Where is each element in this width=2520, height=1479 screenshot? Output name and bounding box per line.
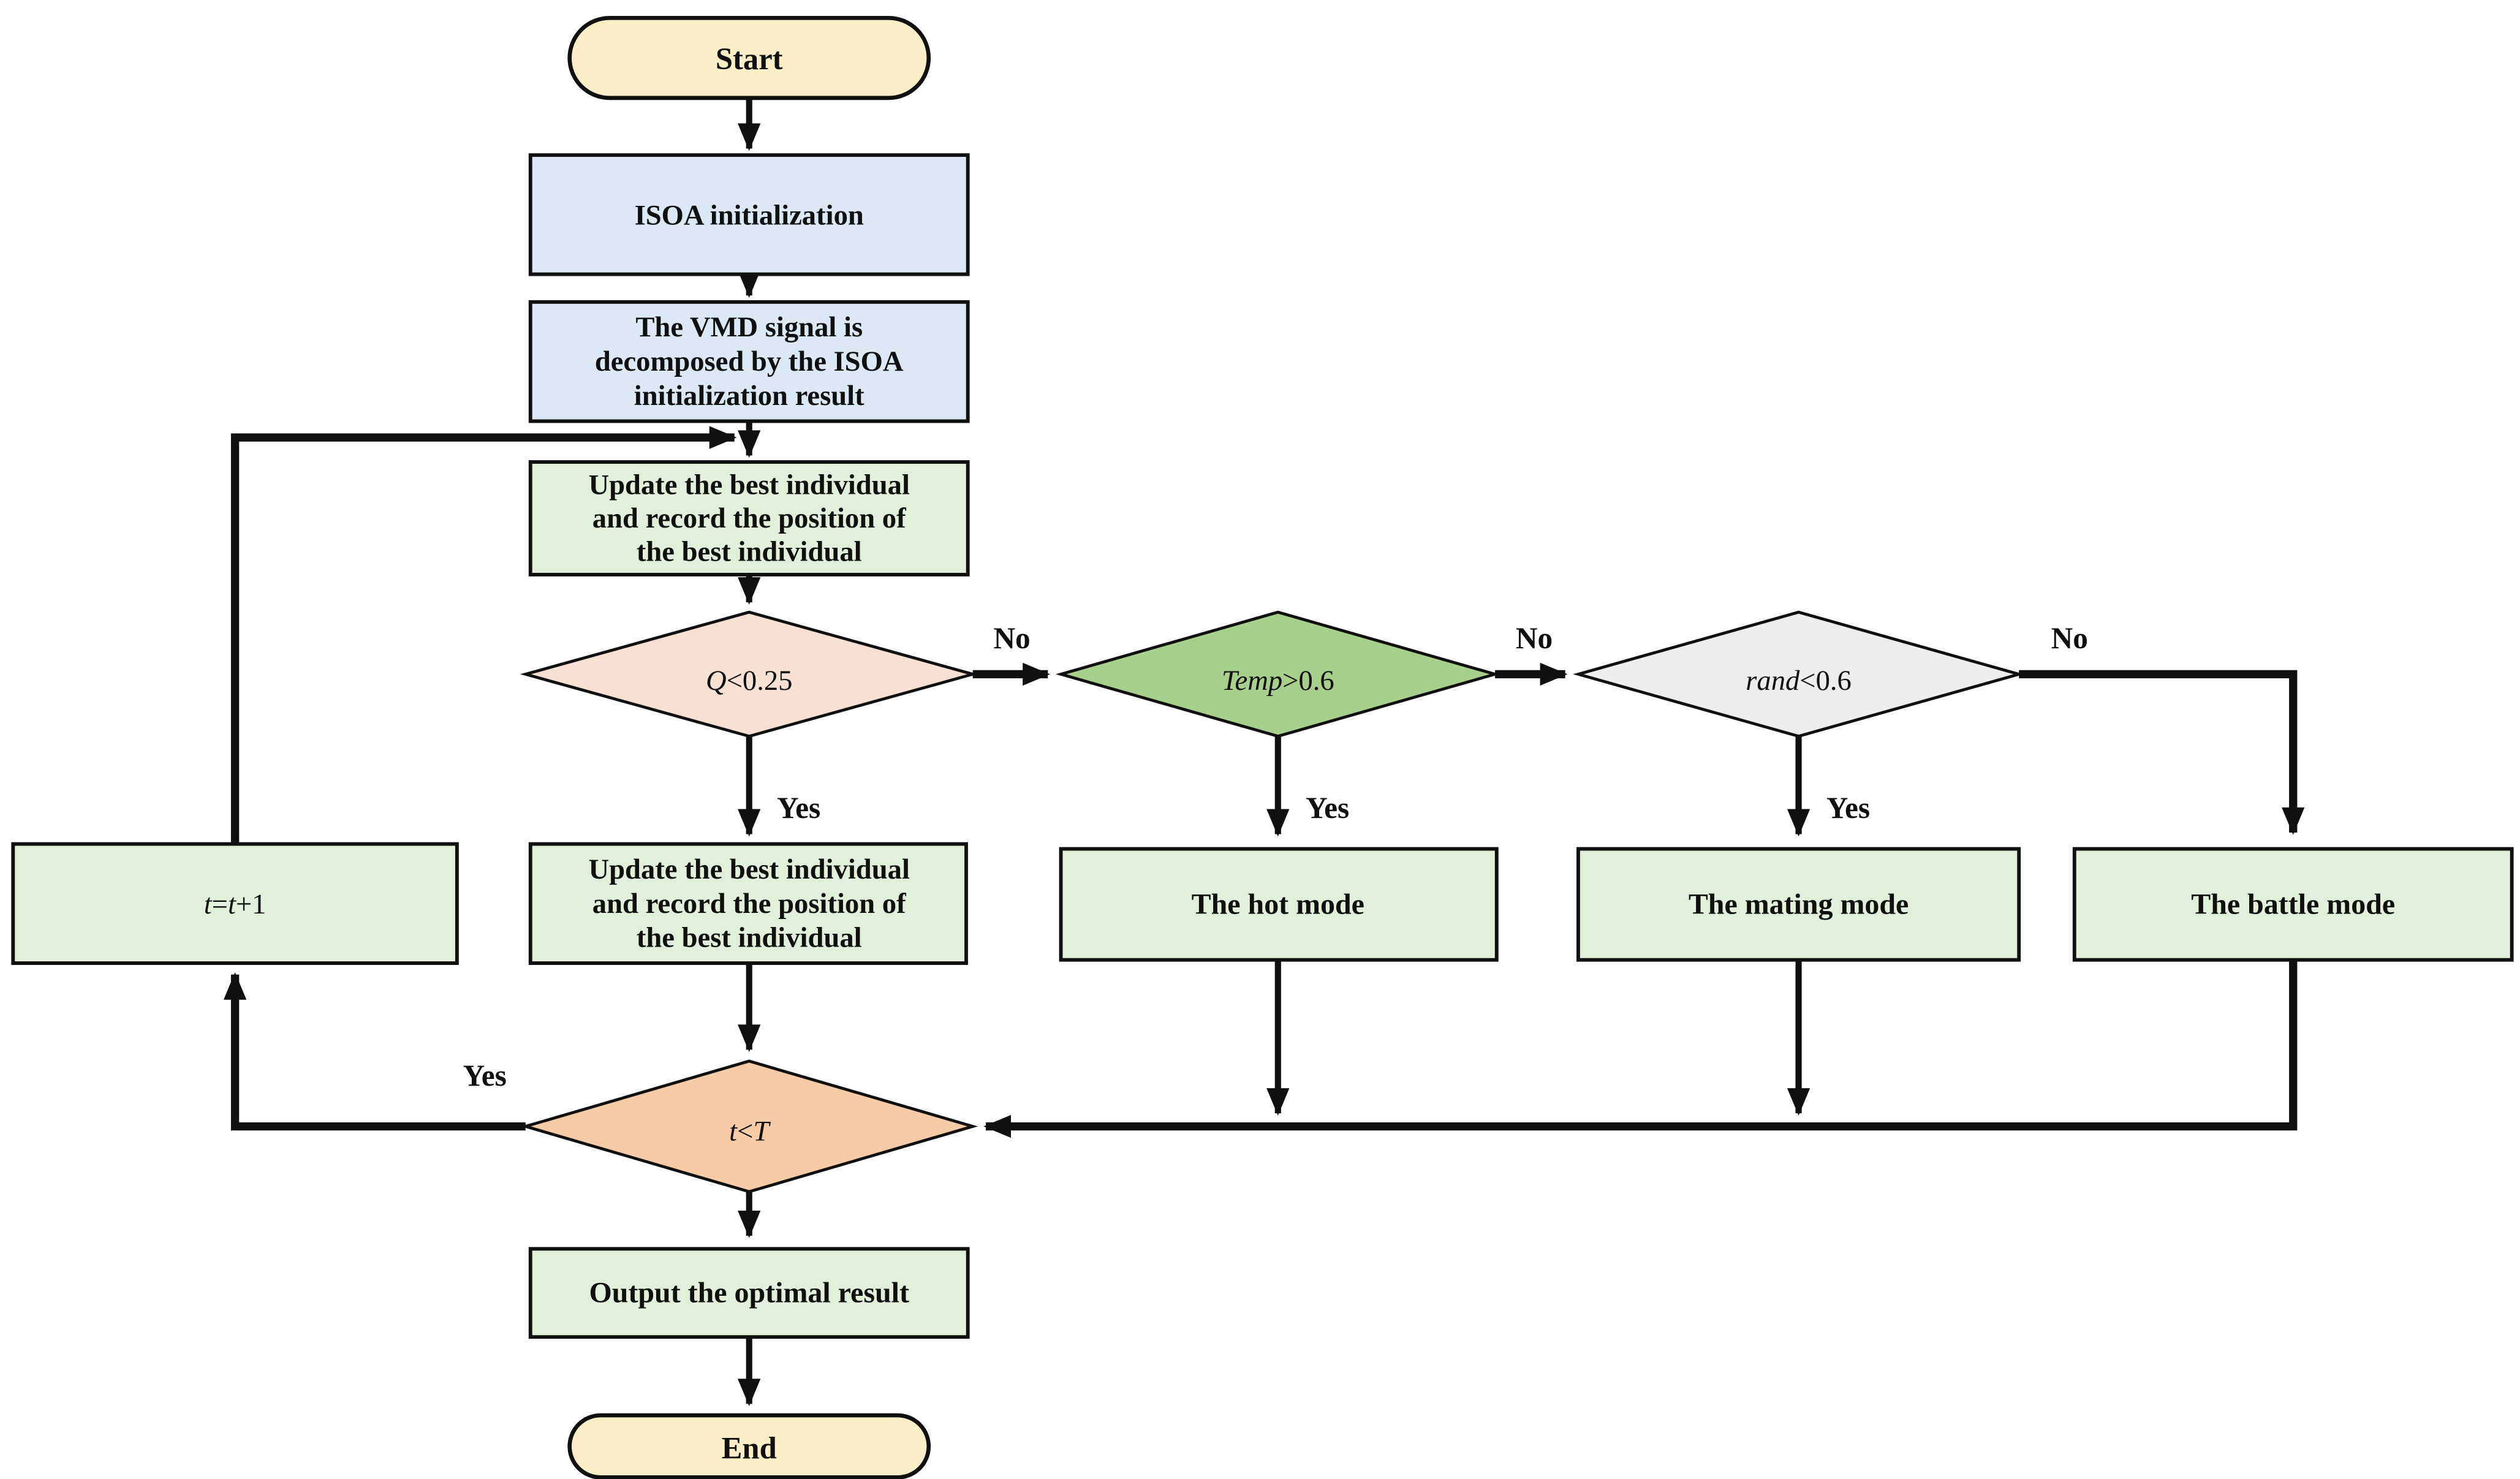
hot-label: The hot mode [1192,888,1364,921]
battle-label: The battle mode [2191,888,2395,921]
hot-shape [1059,847,1499,962]
isoa-label: ISOA initialization [635,200,864,232]
q-decision-diamond: Q<0.25 [520,610,978,738]
arrow-feedback-tinc-update1 [230,426,737,844]
output-shape [528,1247,970,1339]
t-increment-shape [11,842,459,965]
temp-decision-diamond: Temp>0.6 [1055,610,1500,738]
rand-shape [1573,610,2025,738]
q-shape [520,610,978,738]
end-label: End [722,1431,777,1465]
t-increment-label: t=t+1 [204,888,267,920]
arrow-rand-battle-no [2019,670,2305,835]
temp-label: Temp>0.6 [1222,665,1334,697]
t-less-T-label: t<T [729,1115,771,1147]
vmd-label-line1: The VMD signal is [635,311,863,343]
output-label: Output the optimal result [589,1277,909,1309]
update2-label-line3: the best individual [637,922,862,954]
battle-mode-box: The battle mode [2072,847,2514,962]
isoa-shape [528,153,970,276]
update-best-box-2: Update the best individual and record th… [528,842,968,965]
update2-shape [528,842,968,965]
label-yes-tltT-tinc: Yes [463,1059,507,1092]
update1-label-line3: the best individual [637,536,862,568]
label-no-temp-rand: No [1516,621,1553,655]
q-label: Q<0.25 [706,665,793,697]
label-no-q-temp: No [993,621,1030,655]
mating-shape [1576,847,2021,962]
label-yes-rand-mating: Yes [1826,791,1870,825]
update2-label-line1: Update the best individual [588,853,909,885]
vmd-shape [528,300,970,423]
update-best-box-1: Update the best individual and record th… [528,460,970,577]
vmd-label-line2: decomposed by the ISOA [595,346,904,377]
vmd-label-line3: initialization result [634,380,865,412]
update1-label-line1: Update the best individual [588,469,909,501]
arrow-tltT-tinc-yes [223,972,526,1131]
output-box: Output the optimal result [528,1247,970,1339]
temp-shape [1055,610,1500,738]
end-terminal: End [567,1413,931,1479]
rand-label: rand<0.6 [1746,665,1852,697]
start-shape [567,15,931,100]
arrow-battle-collector-tltT [983,959,2298,1138]
update1-label-line2: and record the position of [592,502,906,534]
battle-shape [2072,847,2514,962]
end-shape [567,1413,931,1479]
t-less-T-decision-diamond: t<T [520,1059,978,1193]
isoa-process-box: ISOA initialization [528,153,970,276]
t-increment-box: t=t+1 [11,842,459,965]
update2-label-line2: and record the position of [592,888,906,920]
start-label: Start [716,42,783,76]
label-no-rand-battle: No [2051,621,2088,655]
label-yes-temp-hot: Yes [1306,791,1349,825]
vmd-process-box: The VMD signal is decomposed by the ISOA… [528,300,970,423]
label-yes-q-update2: Yes [777,791,820,825]
start-terminal: Start [567,15,931,100]
mating-label: The mating mode [1689,888,1909,921]
update1-shape [528,460,970,577]
mating-mode-box: The mating mode [1576,847,2021,962]
hot-mode-box: The hot mode [1059,847,1499,962]
rand-decision-diamond: rand<0.6 [1573,610,2025,738]
t-less-T-shape [520,1059,978,1193]
